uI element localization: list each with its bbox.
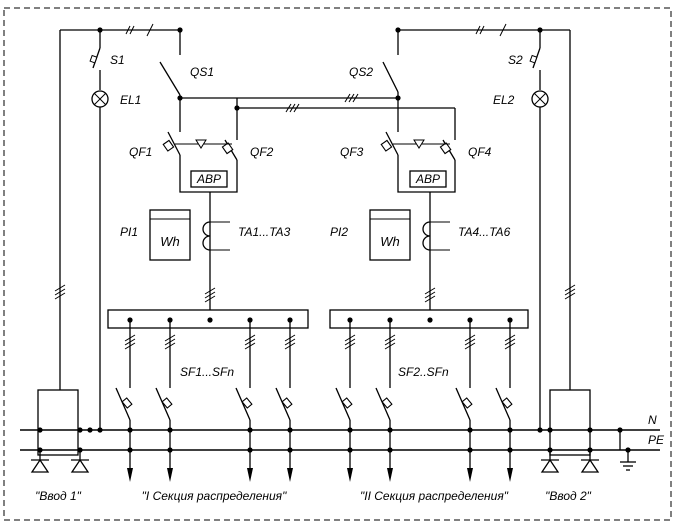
label-pi2: PI2	[330, 225, 348, 239]
lamp-el2	[531, 90, 549, 430]
label-el1: EL1	[120, 93, 141, 107]
current-transformer-ta1	[202, 221, 230, 251]
arrester-input-1-a	[30, 450, 50, 473]
cable-end-icon	[247, 468, 253, 482]
feeder-slash-marks	[244, 334, 256, 350]
breaker-symbol	[381, 397, 393, 409]
label-qs2: QS2	[349, 65, 373, 79]
feeder-s1-1	[115, 317, 136, 482]
label-avr-2: АВР	[415, 172, 440, 186]
top-feed-right	[395, 23, 571, 390]
feeder-slash-marks	[464, 334, 476, 350]
breaker-qf2	[221, 135, 238, 168]
feeder-slash-marks	[344, 334, 356, 350]
label-bus-n: N	[648, 413, 657, 427]
arrester-input-2-b	[580, 450, 600, 473]
label-qf1: QF1	[129, 145, 152, 159]
cable-end-icon	[387, 468, 393, 482]
switch-s2	[529, 47, 541, 90]
current-transformer-ta2	[422, 221, 450, 251]
cable-end-icon	[347, 468, 353, 482]
disconnector-qs2	[382, 61, 399, 122]
breaker-symbol	[461, 397, 473, 409]
label-ta2: TA4...TA6	[458, 225, 511, 239]
slash-marks-feed-2	[424, 287, 436, 303]
meter-pi1	[149, 209, 191, 261]
label-avr-1: АВР	[196, 172, 221, 186]
breaker-symbol	[241, 397, 253, 409]
feeder-s1-3	[235, 317, 256, 482]
breaker-qf3	[380, 122, 399, 168]
avr-box-2	[397, 168, 456, 193]
breaker-qf4	[439, 135, 456, 168]
feeder-s2-3	[455, 317, 476, 482]
caption-section-1: "I Секция распределения"	[142, 489, 287, 503]
label-pi1: PI1	[120, 225, 138, 239]
label-qf2: QF2	[250, 145, 274, 159]
feeder-slash-marks	[284, 334, 296, 350]
caption-input-2: "Ввод 2"	[545, 489, 592, 503]
interlock-2	[393, 139, 450, 149]
tie-line	[177, 93, 456, 135]
input-2-box	[549, 389, 591, 456]
label-sf1: SF1...SFn	[180, 365, 234, 379]
lamp-el1	[91, 90, 109, 430]
breaker-qf1	[162, 122, 181, 168]
label-el2: EL2	[493, 93, 515, 107]
slash-marks-input-2	[564, 284, 576, 300]
label-sf2: SF2..SFn	[398, 365, 449, 379]
feeder-s1-2	[155, 317, 176, 482]
slash-marks-input-1	[54, 284, 66, 300]
breaker-symbol	[341, 397, 353, 409]
feeder-s2-2	[375, 317, 396, 482]
cable-end-icon	[467, 468, 473, 482]
ground-icon	[617, 427, 636, 471]
label-qf3: QF3	[340, 145, 364, 159]
meter-pi2	[369, 209, 411, 261]
breaker-symbol	[281, 397, 293, 409]
diagram-frame	[3, 7, 672, 521]
arrester-input-1-b	[70, 450, 90, 473]
breaker-symbol	[121, 397, 133, 409]
cable-end-icon	[287, 468, 293, 482]
breaker-symbol	[161, 397, 173, 409]
feeder-slash-marks	[384, 334, 396, 350]
label-wh-2: Wh	[380, 234, 400, 249]
caption-input-1: "Ввод 1"	[35, 489, 82, 503]
slash-marks-feed	[54, 284, 576, 303]
breaker-symbol	[501, 397, 513, 409]
avr-box-1	[179, 168, 238, 193]
label-qs1: QS1	[190, 65, 214, 79]
feeder-slash-marks	[124, 334, 136, 350]
label-s2: S2	[508, 53, 523, 67]
top-feed-left	[59, 23, 183, 390]
cable-end-icon	[167, 468, 173, 482]
feeder-s2-4	[495, 317, 516, 482]
feeder-slash-marks	[504, 334, 516, 350]
label-ta1: TA1...TA3	[238, 225, 291, 239]
bar-tap-2	[427, 317, 433, 323]
label-wh-1: Wh	[160, 234, 180, 249]
bar-tap-1	[207, 317, 213, 323]
disconnector-qs1	[159, 61, 181, 122]
feeders-group	[30, 317, 600, 482]
slash-marks-feed-1	[204, 287, 216, 303]
feeder-s1-4	[275, 317, 296, 482]
label-qf4: QF4	[468, 145, 492, 159]
cable-end-icon	[127, 468, 133, 482]
input-1-box	[37, 389, 79, 456]
feeder-s2-1	[335, 317, 356, 482]
label-bus-pe: PE	[648, 433, 665, 447]
switch-s1	[89, 47, 101, 90]
feeder-slash-marks	[164, 334, 176, 350]
caption-section-2: "II Секция распределения"	[360, 489, 509, 503]
label-s1: S1	[110, 53, 125, 67]
interlock-1	[175, 139, 232, 149]
cable-end-icon	[507, 468, 513, 482]
